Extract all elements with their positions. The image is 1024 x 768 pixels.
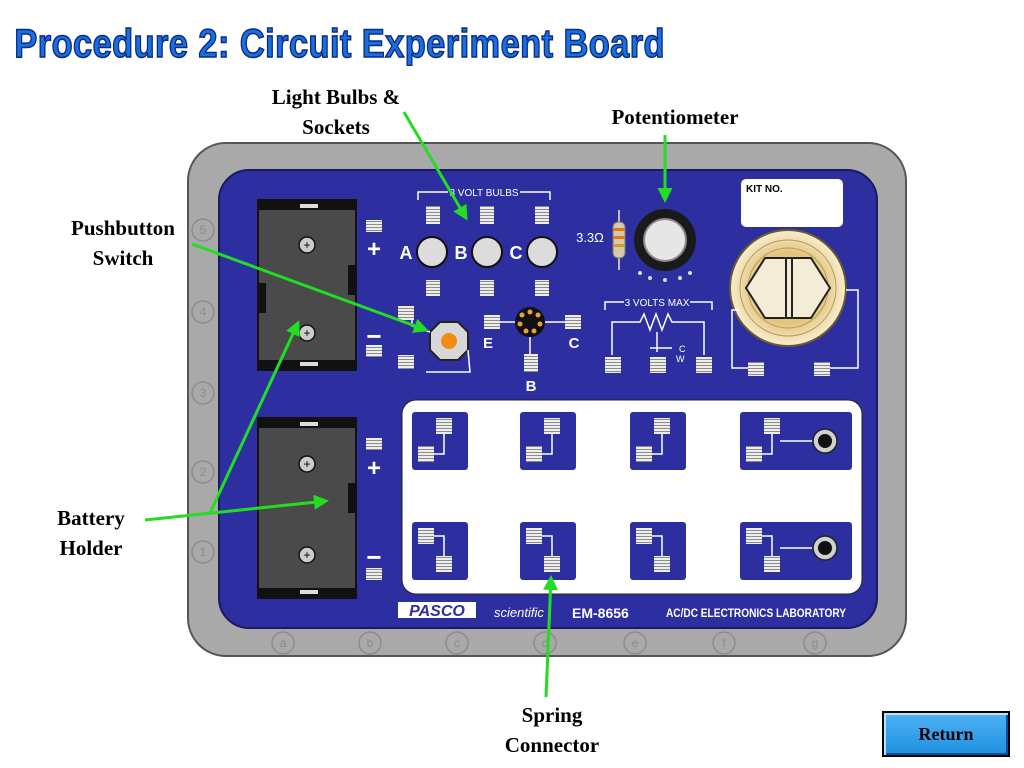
bottom-letter-d: d xyxy=(542,636,549,650)
arrow-pushbutton xyxy=(191,242,429,333)
model-number: EM-8656 xyxy=(572,605,629,621)
label-light-bulbs-line1: Light Bulbs & xyxy=(271,85,401,109)
banana-jack-icons xyxy=(812,428,838,561)
label-spring-line2: Connector xyxy=(504,733,600,757)
arrow-light-bulbs xyxy=(402,111,468,221)
label-potentiometer-text: Potentiometer xyxy=(611,105,739,129)
transistor-e-label: E xyxy=(483,335,493,352)
plus-top: + xyxy=(367,236,381,263)
bottom-letter-g: g xyxy=(812,636,819,650)
pushbutton-switch-icon xyxy=(429,321,469,361)
pot-springs xyxy=(605,357,712,373)
bottom-letter-b: b xyxy=(367,636,374,650)
bulb-c-label: C xyxy=(510,243,523,263)
side-number-1: 1 xyxy=(200,545,207,559)
pasco-logo xyxy=(398,602,476,618)
pot-w-label: W xyxy=(676,354,685,364)
page-title: Procedure 2: Circuit Experiment Board xyxy=(14,21,665,67)
bulb-c-icon xyxy=(526,236,558,268)
kit-no-box xyxy=(741,179,843,227)
battery-springs xyxy=(366,220,382,580)
arrow-spring-connector xyxy=(543,575,558,698)
side-numbers: 5 4 3 2 1 xyxy=(191,218,215,564)
label-pushbutton: Pushbutton Switch xyxy=(52,213,194,273)
battery-terminal-icon xyxy=(298,455,316,473)
arrow-battery-up xyxy=(208,320,300,514)
bottom-letter-a: a xyxy=(280,636,287,650)
product-name: AC/DC ELECTRONICS LABORATORY xyxy=(666,606,846,620)
label-light-bulbs-line2: Sockets xyxy=(302,115,370,139)
resistor-icon xyxy=(612,210,626,270)
svg-text:+: + xyxy=(303,326,310,340)
pasco-sub: scientific xyxy=(494,605,544,620)
return-button[interactable]: Return xyxy=(882,711,1010,757)
transistor-b-label: B xyxy=(526,378,537,395)
svg-text:+: + xyxy=(303,238,310,252)
battery-terminal-icon xyxy=(298,546,316,564)
bottom-letter-c: c xyxy=(454,636,460,650)
label-pushbutton-line1: Pushbutton xyxy=(71,216,175,240)
volts-max-label: 3 VOLTS MAX xyxy=(625,298,690,309)
side-number-5: 5 xyxy=(200,223,207,237)
light-bulbs xyxy=(416,236,558,268)
pasco-brand: PASCO xyxy=(409,603,465,620)
bulb-b-icon xyxy=(471,236,503,268)
bottom-letter-e: e xyxy=(632,636,639,650)
arrow-battery-right xyxy=(144,494,329,522)
label-battery-line1: Battery xyxy=(57,506,125,530)
label-spring-line1: Spring xyxy=(521,703,583,727)
side-number-4: 4 xyxy=(200,305,207,319)
kit-no-label: KIT NO. xyxy=(746,184,783,195)
bulb-a-label: A xyxy=(400,243,413,263)
transistor-socket-icon xyxy=(515,307,545,337)
label-light-bulbs: Light Bulbs & Sockets xyxy=(246,82,426,142)
minus-bottom: − xyxy=(366,542,381,572)
resistor-value: 3.3Ω xyxy=(576,230,604,245)
svg-text:+: + xyxy=(303,457,310,471)
pot-resistor-symbol xyxy=(611,311,705,355)
label-pushbutton-line2: Switch xyxy=(92,246,154,270)
label-battery-line2: Holder xyxy=(59,536,123,560)
potentiometer-knob-icon xyxy=(634,209,696,282)
pot-c-label: C xyxy=(679,344,686,354)
svg-text:+: + xyxy=(303,548,310,562)
callout-arrows xyxy=(144,111,673,698)
bottom-letters: a b c d e f g xyxy=(271,631,827,655)
bulb-springs xyxy=(426,206,549,296)
coil-socket-icon xyxy=(729,229,847,347)
label-battery-holder: Battery Holder xyxy=(30,503,152,563)
bottom-letter-f: f xyxy=(722,636,726,650)
bulbs-label: 3 VOLT BULBS xyxy=(449,188,518,199)
bulb-b-label: B xyxy=(455,243,468,263)
transistor-c-label: C xyxy=(569,335,580,352)
label-spring-connector: Spring Connector xyxy=(474,700,630,760)
bulb-a-icon xyxy=(416,236,448,268)
battery-holder-bottom: + + xyxy=(257,417,357,599)
plus-bottom: + xyxy=(367,455,381,482)
battery-terminal-icon xyxy=(298,236,316,254)
pad-springs xyxy=(418,418,812,572)
minus-top: − xyxy=(366,321,381,351)
side-number-2: 2 xyxy=(200,465,207,479)
label-potentiometer: Potentiometer xyxy=(585,102,765,132)
side-number-3: 3 xyxy=(200,386,207,400)
